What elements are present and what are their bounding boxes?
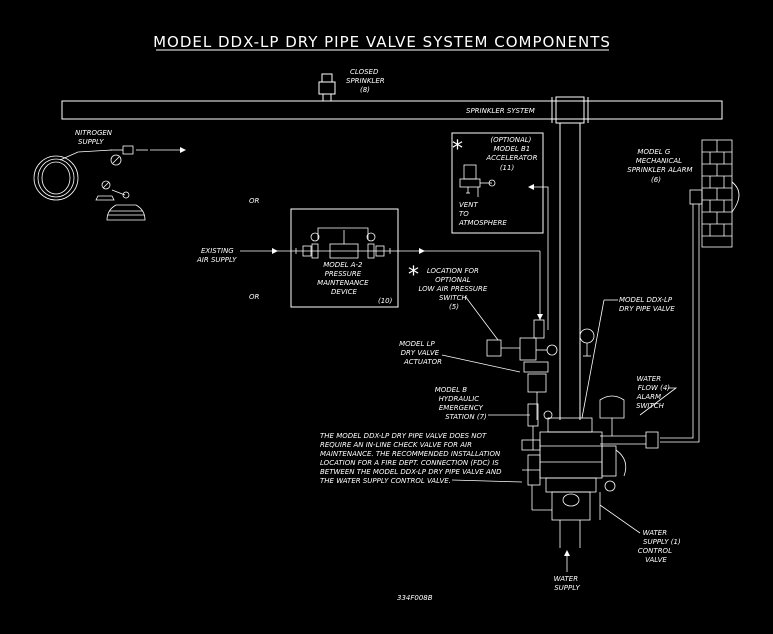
closed-sprinkler-icon — [318, 73, 336, 102]
nitrogen-supply-label: NITROGEN SUPPLY — [75, 129, 114, 146]
riser-pipe — [559, 123, 581, 420]
mechanical-alarm-icon — [689, 181, 740, 213]
installation-note: THE MODEL DDX-LP DRY PIPE VALVE DOES NOT… — [320, 432, 504, 485]
emergency-station-label: MODEL B HYDRAULIC EMERGENCY STATION (7) — [435, 386, 487, 421]
ddx-valve-label: MODEL DDX-LP DRY PIPE VALVE — [619, 296, 675, 313]
closed-sprinkler-label: CLOSED SPRINKLER (8) — [346, 68, 387, 94]
low-air-pressure-switch-label: LOCATION FOR OPTIONAL LOW AIR PRESSURE S… — [418, 267, 489, 311]
vent-label: VENT TO ATMOSPHERE — [458, 201, 507, 227]
wall-icon — [701, 139, 733, 248]
alarm-line — [600, 204, 700, 449]
control-valve-label: WATER SUPPLY (1) CONTROL VALVE — [638, 529, 683, 564]
nitrogen-supply-icon — [33, 145, 186, 221]
water-supply-label: WATER SUPPLY — [554, 575, 581, 592]
pressure-maintenance-device-icon — [286, 227, 540, 259]
diagram-title: MODEL DDX-LP DRY PIPE VALVE SYSTEM COMPO… — [153, 33, 611, 51]
pressure-maintenance-device-box — [290, 208, 399, 308]
flow-switch-icon — [599, 395, 625, 436]
drawing-number: 334F008B — [397, 594, 433, 602]
accelerator-label: (OPTIONAL) MODEL B1 ACCELERATOR (11) — [485, 136, 539, 172]
pressure-maintenance-device-number: (10) — [378, 297, 393, 305]
accelerator-icon — [459, 164, 496, 197]
actuator-label: MODEL LP DRY VALVE ACTUATOR — [399, 340, 442, 366]
sprinkler-system-label: SPRINKLER SYSTEM — [466, 107, 535, 115]
mechanical-alarm-label: MODEL G MECHANICAL SPRINKLER ALARM (6) — [627, 148, 694, 184]
switch-asterisk: * — [408, 263, 419, 288]
actuator-icon — [486, 319, 558, 420]
or-label-1: OR — [249, 197, 260, 205]
accelerator-box — [451, 132, 544, 234]
flow-switch-label: WATER FLOW (4) ALARM SWITCH — [636, 375, 673, 410]
ddx-valve-assembly-icon — [521, 417, 627, 548]
or-label-2: OR — [249, 293, 260, 301]
accelerator-asterisk: * — [452, 137, 463, 162]
sprinkler-system-pipe — [61, 96, 723, 124]
pressure-gauge-icon — [579, 328, 595, 357]
pressure-maintenance-device-label: MODEL A-2 PRESSURE MAINTENANCE DEVICE — [317, 261, 371, 296]
existing-air-supply-label: EXISTING AIR SUPPLY — [196, 247, 237, 264]
